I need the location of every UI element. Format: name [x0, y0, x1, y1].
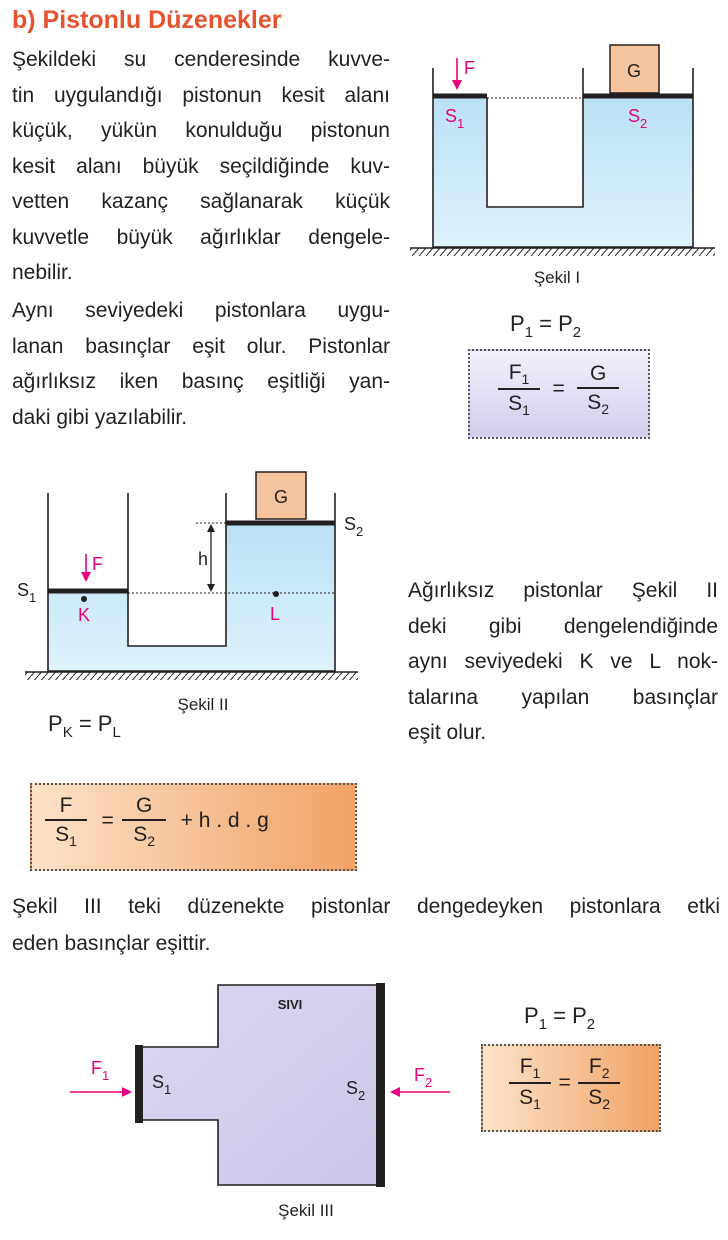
force-1-label: F1	[91, 1058, 109, 1083]
text-line: eden basınçlar eşittir.	[12, 932, 211, 955]
area-label-s2: S2	[628, 106, 647, 131]
figure-3-caption: Şekil III	[278, 1201, 334, 1220]
text-line: Şekil III teki düzenekte pistonlar denge…	[12, 895, 720, 918]
equation-1-box: F1 S1 = G S2	[468, 349, 650, 439]
text-line: kesit alanı büyük seçildiğinde kuv-	[12, 154, 390, 178]
text-line: nebilir.	[12, 261, 73, 284]
text-line: eşit olur.	[408, 721, 487, 744]
force-2-label: F2	[414, 1065, 432, 1090]
fraction-left: F1 S1	[498, 360, 540, 418]
paragraph-figure-3: Şekil III teki düzenekte pistonlar denge…	[12, 888, 720, 962]
paragraph-intro: Şekildeki su cenderesinde kuvve- tin uyg…	[12, 42, 390, 291]
fraction-right: G S2	[577, 361, 620, 417]
fluid-label: SIVI	[278, 997, 303, 1012]
height-label: h	[198, 549, 208, 569]
container-wall	[47, 493, 336, 672]
text-line: vetten kazanç sağlanarak küçük	[12, 190, 390, 213]
section-heading: b) Pistonlu Düzenekler	[12, 6, 282, 34]
fraction-left: F1 S1	[509, 1054, 551, 1112]
weight-block	[255, 471, 307, 520]
text-line: ağırlıksız iken basınç eşitliği yan-	[12, 370, 390, 393]
point-l	[273, 591, 279, 597]
fraction-left: F S1	[45, 793, 87, 849]
equation-1-pressure: P1 = P2	[510, 311, 582, 341]
text-line: deki gibi dengelendiğinde	[408, 614, 718, 638]
area-label-s2: S2	[346, 1078, 365, 1103]
force-label: F	[92, 554, 103, 574]
fraction-right: F2 S2	[578, 1054, 621, 1112]
fraction-right: G S2	[122, 793, 167, 849]
text-line: Şekildeki su cenderesinde kuvve-	[12, 48, 390, 71]
area-label-s2: S2	[344, 514, 363, 539]
text-line: küçük, yükün konulduğu pistonun	[12, 119, 390, 142]
weight-label: G	[627, 61, 641, 81]
figure-2-caption: Şekil II	[177, 695, 228, 714]
water-fill	[48, 523, 335, 671]
hydrostatic-term: + h . d . g	[180, 809, 269, 832]
point-k	[81, 596, 87, 602]
figure-2-diagram: h G F K L S1 S2 Şekil II	[17, 471, 363, 714]
equation-2-box: F S1 = G S2 + h . d . g	[30, 783, 357, 871]
area-label-s1: S1	[17, 580, 36, 605]
text-line: lanan basınçlar eşit olur. Pistonlar	[12, 334, 390, 358]
text-line: Aynı seviyedeki pistonlara uygu-	[12, 299, 390, 322]
text-line: aynı seviyedeki K ve L nok-	[408, 650, 718, 673]
force-arrowhead	[81, 572, 91, 582]
equation-3-pressure: P1 = P2	[524, 1003, 596, 1033]
hatched-ground	[410, 248, 715, 256]
weight-label: G	[274, 487, 288, 507]
paragraph-figure-2: Ağırlıksız pistonlar Şekil II deki gibi …	[408, 573, 718, 751]
text-line: tin uygulandığı pistonun kesit alanı	[12, 83, 390, 107]
figure-1-diagram: G F S1 S2 Şekil I	[410, 44, 715, 287]
weight-block	[609, 44, 660, 94]
area-label-s1: S1	[445, 106, 464, 131]
equation-3-box: F1 S1 = F2 S2	[481, 1044, 661, 1132]
equation-2-pressure: PK = PL	[48, 711, 121, 741]
figure-1-caption: Şekil I	[534, 268, 580, 287]
piston-1	[135, 1045, 143, 1123]
force-arrowhead	[452, 80, 462, 90]
text-line: Ağırlıksız pistonlar Şekil II	[408, 579, 718, 602]
hatched-ground	[25, 672, 358, 680]
water-fill	[433, 97, 693, 247]
paragraph-pressure-equality: Aynı seviyedeki pistonlara uygu- lanan b…	[12, 293, 390, 435]
piston-2	[376, 983, 385, 1187]
figure-3-diagram: SIVI F1 F2 S1 S2 Şekil III	[70, 983, 450, 1220]
point-k-label: K	[78, 605, 90, 625]
area-label-s1: S1	[152, 1072, 171, 1097]
text-line: daki gibi yazılabilir.	[12, 405, 188, 429]
force-label: F	[464, 58, 475, 78]
point-l-label: L	[270, 604, 280, 624]
container-wall	[432, 68, 694, 248]
text-line: talarına yapılan basınçlar	[408, 685, 718, 709]
text-line: kuvvetle büyük ağırlıklar dengele-	[12, 225, 390, 249]
